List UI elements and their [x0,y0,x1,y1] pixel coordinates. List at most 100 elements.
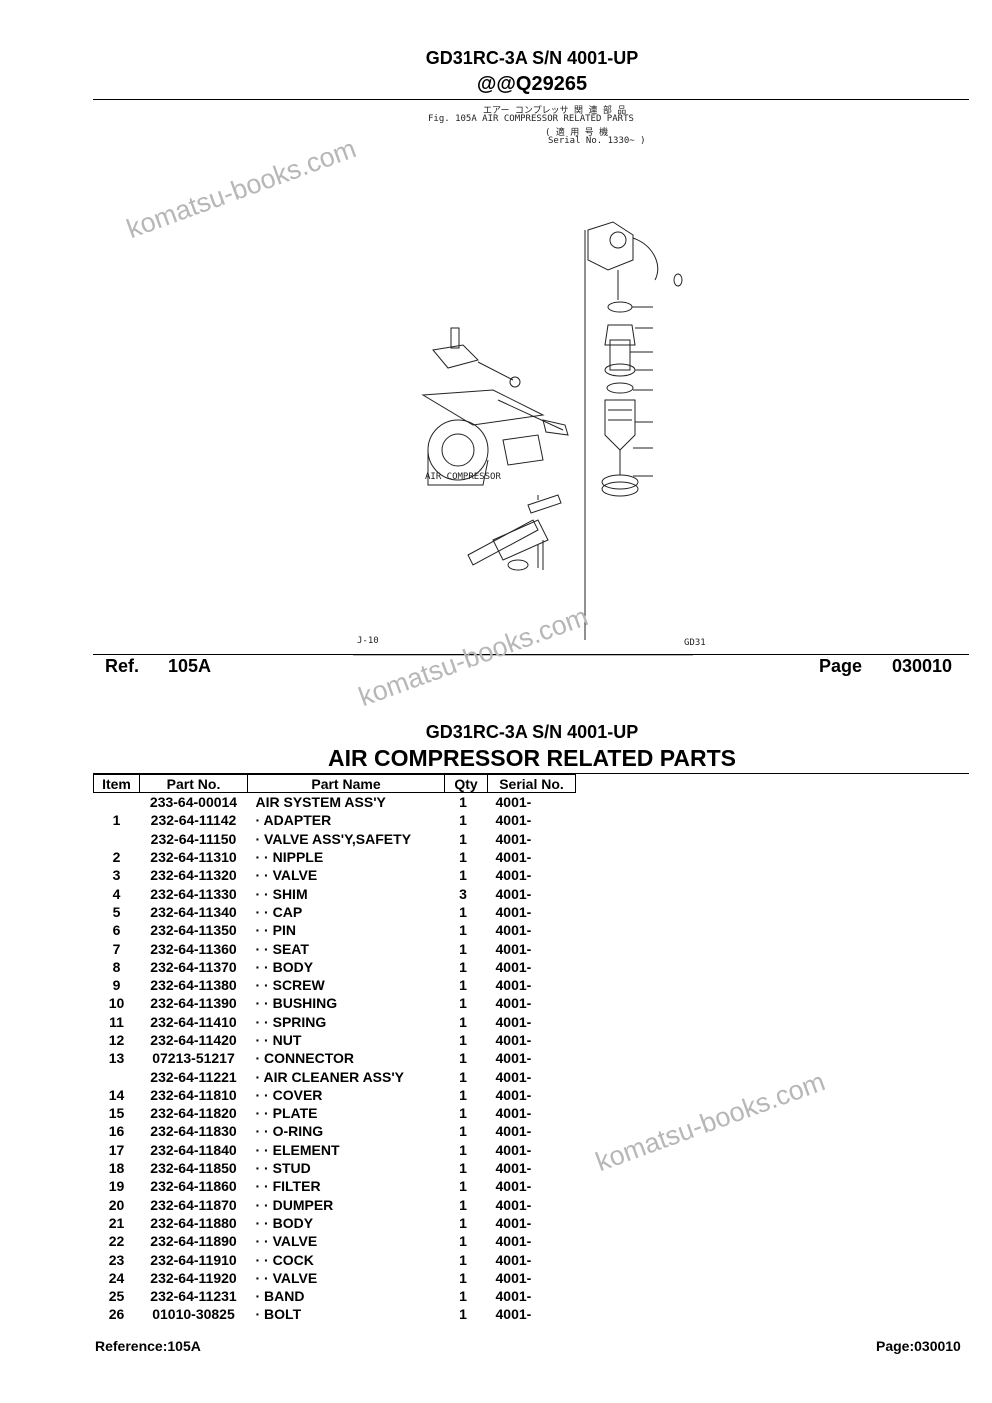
part-number: 232-64-11231 [150,1288,237,1305]
serial-number: 4001- [495,940,532,957]
item-number: 20 [108,1196,125,1213]
part-number: 232-64-11830 [150,1123,237,1140]
part-number: 232-64-11880 [150,1214,237,1231]
quantity: 1 [459,940,467,957]
serial-number: 4001- [495,830,532,847]
serial-number: 4001- [495,1214,532,1231]
serial-number: 4001- [495,1233,532,1250]
header-rule [93,99,969,100]
serial-number: 4001- [495,1013,532,1030]
part-name: · · COCK [255,1251,314,1268]
part-number: 232-64-11350 [150,922,237,939]
serial-number: 4001- [495,1123,532,1140]
col-header-part-name: Part Name [247,774,445,793]
page-header-code: @@Q29265 [476,73,588,95]
part-name: · · DUMPER [255,1196,334,1213]
item-number: 6 [112,922,121,939]
section-title: AIR COMPRESSOR RELATED PARTS [327,745,737,771]
quantity: 1 [459,1050,467,1067]
item-number: 15 [108,1105,125,1122]
quantity: 1 [459,1086,467,1103]
serial-number: 4001- [495,812,532,829]
part-name: · · STUD [255,1160,311,1177]
serial-number: 4001- [495,885,532,902]
footer-page: Page:030010 [876,1338,961,1354]
quantity: 1 [459,1068,467,1085]
item-number: 4 [112,885,121,902]
table-row: 6 232-64-11350 · · PIN 1 4001- [94,921,576,939]
quantity: 1 [459,849,467,866]
serial-number: 4001- [495,849,532,866]
serial-number: 4001- [495,867,532,884]
part-number: 232-64-11860 [150,1178,237,1195]
part-name: · · COVER [255,1086,323,1103]
part-name: · · PIN [255,922,296,939]
col-header-item: Item [93,774,140,793]
part-number: 232-64-11890 [150,1233,237,1250]
quantity: 1 [459,1105,467,1122]
item-number: 9 [112,977,121,994]
page-value: 030010 [892,656,953,676]
part-name: · · PLATE [255,1105,318,1122]
item-number [94,1067,140,1085]
part-name: · · SCREW [255,977,325,994]
item-number: 10 [108,995,125,1012]
serial-number: 4001- [495,1086,532,1103]
part-number: 232-64-11870 [150,1196,237,1213]
section-rule [93,773,969,774]
part-name: · VALVE ASS'Y,SAFETY [255,830,412,847]
serial-number: 4001- [495,1288,532,1305]
serial-number: 4001- [495,1251,532,1268]
quantity: 1 [459,1032,467,1048]
part-number: 232-64-11410 [150,1013,237,1030]
serial-number: 4001- [495,1269,532,1286]
quantity: 1 [459,867,467,884]
part-number: 232-64-11850 [150,1160,237,1177]
part-name: · · NIPPLE [255,849,324,866]
serial-number: 4001- [495,1160,532,1177]
page-header-model: GD31RC-3A S/N 4001-UP [425,48,639,68]
part-name: · · CAP [255,903,303,920]
part-number: 232-64-11330 [150,885,237,902]
part-number: 232-64-11370 [150,958,237,975]
figure-label-compressor: AIR COMPRESSOR [425,472,501,482]
quantity: 1 [459,1123,467,1140]
quantity: 1 [459,1141,467,1158]
figure-caption: Fig. 105A AIR COMPRESSOR RELATED PARTS [428,114,634,124]
quantity: 1 [459,1013,467,1030]
quantity: 1 [459,958,467,975]
table-row: 15 232-64-11820 · · PLATE 1 4001- [94,1104,576,1122]
quantity: 1 [459,922,467,939]
item-number: 11 [109,1013,124,1030]
item-number: 13 [108,1050,125,1067]
part-number: 232-64-11420 [150,1032,237,1048]
serial-number: 4001- [495,995,532,1012]
item-number: 23 [108,1251,125,1268]
serial-number: 4001- [495,1105,532,1122]
part-name: · ADAPTER [255,812,332,829]
serial-number: 4001- [495,1196,532,1213]
serial-number: 4001- [495,977,532,994]
page-label: Page [819,656,863,676]
part-number: 232-64-11820 [150,1105,237,1122]
serial-number: 4001- [495,1178,532,1195]
serial-number: 4001- [495,922,532,939]
ref-rule [93,654,969,655]
exploded-view-diagram [333,100,713,660]
part-number: 07213-51217 [152,1050,235,1067]
